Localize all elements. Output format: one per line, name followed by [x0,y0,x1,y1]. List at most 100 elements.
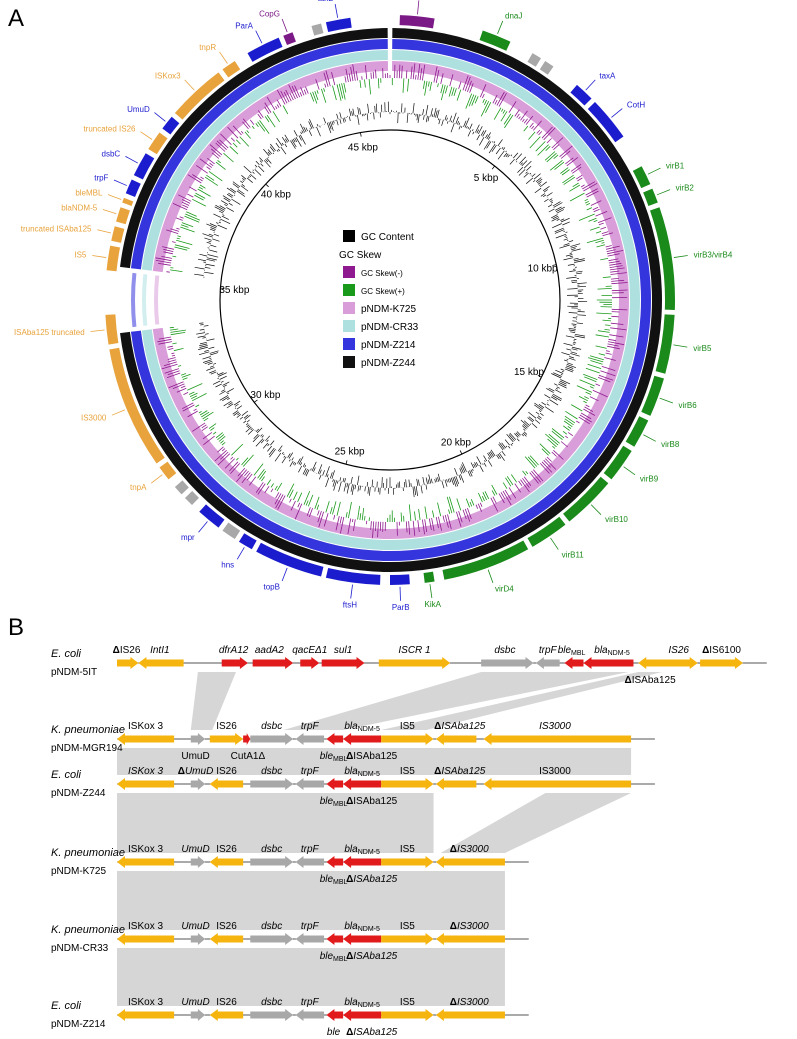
gene-arrow [209,856,244,868]
gene-label: IS3000 [81,413,107,422]
gene-leader [643,434,656,442]
gene-arc-truncated-is26 [148,132,168,155]
gene-label: IS26 [668,645,689,656]
gene-label: ISCR 1 [398,645,430,656]
species-name: K. pneumoniae [51,847,125,859]
gene-label: IS5 [400,921,415,932]
gene-label: tnpA [130,483,147,492]
gene-label: bleMBL [320,796,348,808]
homology-link [117,793,434,853]
gene-label: IS5 [400,997,415,1008]
gene-label: IS5 [74,251,87,260]
gene-arc-copg [283,32,296,46]
gene-label: virB5 [693,344,712,353]
gene-leader [350,584,353,599]
gene-label: ΔUmuD [178,766,214,777]
gene-arrow [343,856,382,868]
gene-label: virB3/virB4 [694,251,733,260]
gene-arrow [209,1009,244,1021]
gene-arc-virb11 [527,516,566,547]
gene-label: ΔIS6100 [702,645,741,656]
gene-leader [487,569,494,583]
gene-label: trpF [301,766,320,777]
gene-arrow [435,856,505,868]
gene-arrow [295,1009,325,1021]
gene-label: dsbc [261,766,282,777]
gene-label: blaNDM-5 [344,844,380,856]
gene-label: sul1 [334,645,352,656]
legend-label: pNDM-Z214 [361,340,416,351]
plasmid-name: pNDM-5IT [51,667,97,678]
gene-arrow [295,933,325,945]
gene-arrow [435,1009,505,1021]
gene-label: UmuD [181,751,209,762]
kbp-tick-label: 20 kbp [441,437,471,448]
gene-label: CopG [259,9,280,18]
gene-label: taxD [318,0,335,3]
kbp-tick [345,460,348,465]
gene-leader [140,131,153,140]
species-name: K. pneumoniae [51,724,125,736]
gene-arc-unlabelled [539,60,554,75]
gene-label: trpF [301,721,320,732]
gene-arrow [326,1009,344,1021]
gene-label: tnpR [199,43,216,52]
kbp-tick-label: 15 kbp [514,367,544,378]
gene-label: ParA [235,21,253,30]
species-name: E. coli [51,769,82,781]
gene-label: ΔISAba125 [434,766,486,777]
gene-label: dsbc [261,844,282,855]
gene-label: ISKox 3 [128,721,163,732]
gene-label: ΔIS3000 [450,921,489,932]
gene-arrow [381,856,434,868]
homology-link [190,672,236,730]
gene-arrow [638,657,663,669]
gene-arc-virb3-virb4 [650,207,676,310]
gene-leader [198,521,208,533]
gene-label: ISKox3 [155,71,181,80]
plasmid-name: pNDM-MGR194 [51,743,123,754]
gene-arrow [190,933,206,945]
homology-link [117,871,505,930]
kbp-tick-label: 10 kbp [528,264,558,275]
gene-arrow [326,933,344,945]
gene-label: dsbc [494,645,515,656]
species-name: K. pneumoniae [51,924,125,936]
gene-arc-mpr [199,504,225,528]
gene-arc-isaba125-truncated [105,314,119,345]
gene-arrow [481,657,534,669]
gene-label: UmuD [181,844,209,855]
gene-arrow [378,657,451,669]
gene-arrow [295,733,325,745]
gene-arc-virb10 [563,476,609,522]
kbp-tick [552,264,557,266]
gene-arrow [209,933,244,945]
gene-leader [236,547,245,560]
gene-label: bleMBL [320,751,348,763]
gene-label: ΔIS3000 [450,844,489,855]
gene-label: IS26 [216,844,237,855]
gene-label: ISKox 3 [128,997,163,1008]
gene-label: dsbC [102,150,121,159]
legend-swatch [343,302,355,314]
gene-arrow [326,856,344,868]
gene-arc-parb [390,574,410,585]
gene-arrow [295,778,325,790]
gene-arrow [583,657,634,669]
gene-arrow [117,933,175,945]
gene-label: mpr [181,533,195,542]
legend-heading: GC Skew [339,250,382,261]
gene-arrow [209,778,244,790]
gene-arc-virb6 [641,375,664,416]
kbp-tick-label: 30 kbp [250,390,280,401]
kbp-tick [360,132,362,137]
gene-arrow [381,933,434,945]
gene-label: trpF [94,174,108,183]
gene-label: virB8 [661,440,680,449]
gene-label: ΔISAba125 [346,1027,398,1038]
gene-leader [281,18,288,33]
kbp-tick [459,450,463,455]
